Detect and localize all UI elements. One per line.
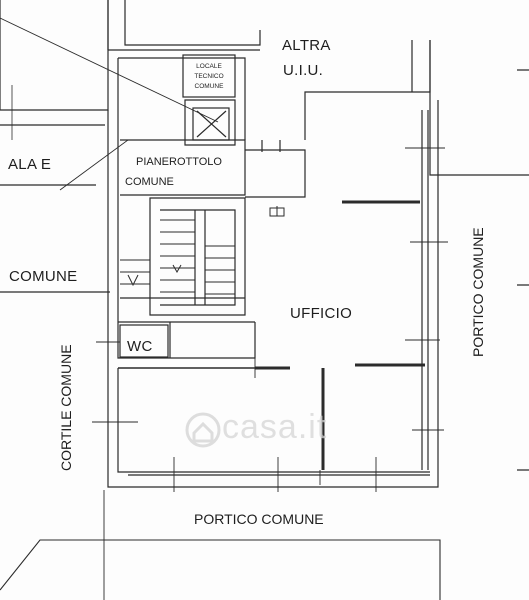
building-outline bbox=[107, 100, 439, 488]
wc-box bbox=[119, 324, 169, 358]
tech-room-box bbox=[182, 54, 236, 98]
neighbor-outline-top bbox=[124, 0, 261, 46]
locale-label-1: LOCALE bbox=[196, 63, 222, 70]
portico-bottom-label: PORTICO COMUNE bbox=[194, 511, 324, 527]
entry-arrow-icon bbox=[269, 206, 285, 217]
landing-walls bbox=[120, 139, 246, 196]
wc-label: WC bbox=[127, 338, 153, 355]
landing-label-2: COMUNE bbox=[125, 176, 174, 188]
portico-right-label: PORTICO COMUNE bbox=[470, 227, 486, 357]
locale-label-2: TECNICO bbox=[194, 73, 224, 80]
altra-label-2: U.I.U. bbox=[283, 62, 324, 79]
comune-label: COMUNE bbox=[9, 268, 78, 285]
stair-arrow-icon bbox=[127, 274, 139, 287]
altra-label-1: ALTRA bbox=[282, 37, 331, 54]
watermark-house-icon bbox=[185, 412, 221, 448]
neighbor-block-top-left bbox=[0, 0, 109, 111]
office-label: UFFICIO bbox=[290, 305, 353, 322]
locale-label-3: COMUNE bbox=[194, 83, 224, 90]
stair-label: ALA E bbox=[8, 156, 52, 173]
watermark-text: casa.it bbox=[222, 408, 328, 446]
cortile-label: CORTILE COMUNE bbox=[58, 344, 74, 471]
neighbor-wall-altra bbox=[304, 40, 431, 140]
stair-shaft bbox=[149, 197, 246, 316]
landing-label-1: PIANEROTTOLO bbox=[136, 156, 222, 168]
